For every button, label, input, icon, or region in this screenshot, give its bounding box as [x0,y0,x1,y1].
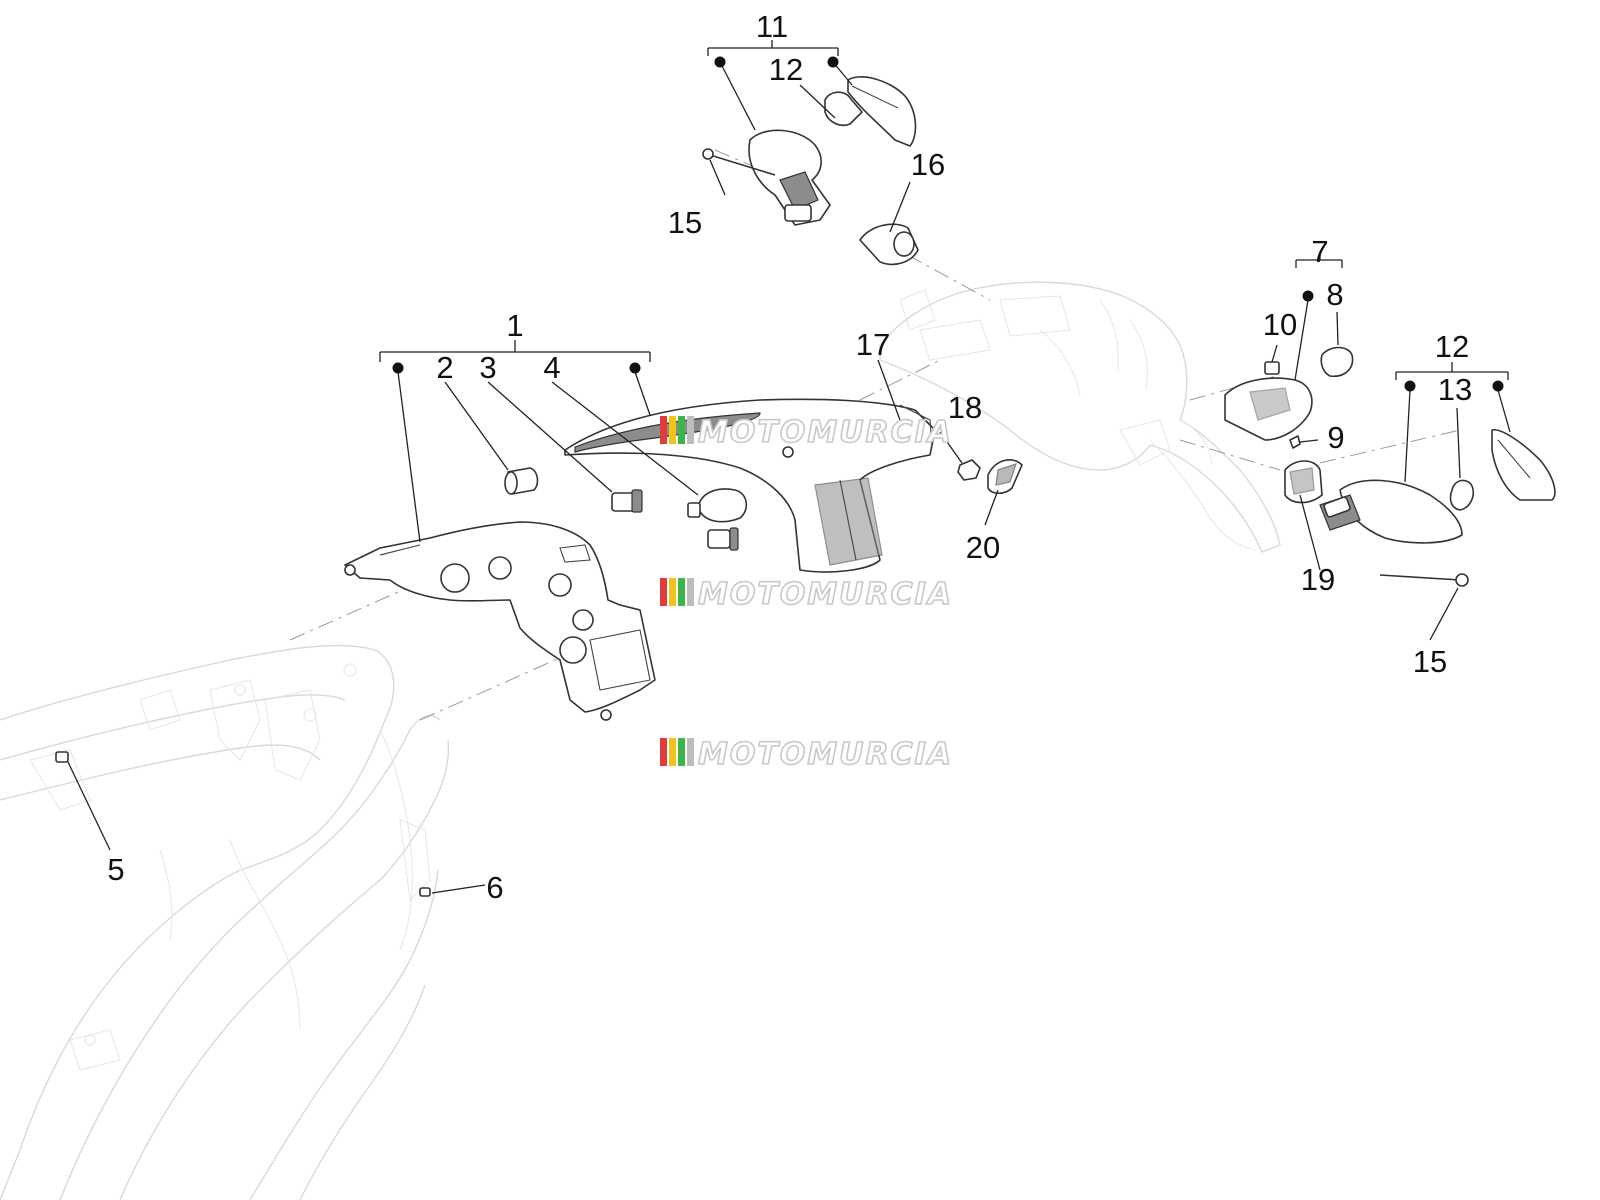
leader-lines [67,40,1511,894]
callout-4: 4 [543,350,560,385]
callout-13: 12 [1435,329,1469,364]
callout-7: 7 [1311,234,1328,269]
watermark-stripe [660,738,667,766]
watermark-stripe [660,416,667,444]
callout-6: 6 [486,870,503,905]
callout-12: 12 [769,52,803,87]
callout-2: 2 [436,350,453,385]
callout-3: 3 [479,350,496,385]
nut-18 [957,459,981,481]
bulb-socket-3 [611,489,643,513]
watermark-text: MOTOMURCIA [698,577,953,612]
watermark-stripe [678,738,685,766]
watermark-stripe [687,578,694,606]
callout-labels: 11 12 15 16 1 2 3 4 17 18 20 7 8 10 9 19… [107,9,1472,905]
callout-14: 13 [1438,372,1472,407]
callout-16: 16 [911,147,945,182]
watermark-stripe [678,416,685,444]
watermark-stripe [660,578,667,606]
watermark-stripe [687,738,694,766]
callout-18: 18 [948,390,982,425]
callout-19: 19 [1301,562,1335,597]
bulb-2 [504,467,539,495]
watermark-2: MOTOMURCIA [660,576,953,613]
callout-8: 8 [1326,277,1343,312]
watermark-1: MOTOMURCIA [660,414,953,451]
license-plate-light [1224,346,1354,449]
clip-20 [987,459,1023,495]
ghost-rear-mudguard [879,281,1281,553]
bulb-4 [687,488,748,551]
watermark-stripe [669,738,676,766]
callout-1: 1 [506,308,523,343]
watermark-text: MOTOMURCIA [698,737,953,772]
callout-20: 20 [966,530,1000,565]
callout-11: 11 [756,9,788,44]
tail-light-lens-17 [564,398,936,573]
callout-9: 9 [1327,420,1344,455]
bracket-dots [392,56,1504,392]
turn-signal-rear-right [1284,429,1556,587]
callout-17: 17 [856,327,890,362]
screw-5 [55,751,69,763]
turn-signal-front-top [702,76,919,266]
watermark-text: MOTOMURCIA [698,415,953,450]
callout-15-right: 15 [1413,644,1447,679]
watermark-stripe [669,416,676,444]
watermark-3: MOTOMURCIA [660,736,953,773]
callout-15-top: 15 [668,205,702,240]
callout-10: 10 [1263,307,1297,342]
watermark-stripe [678,578,685,606]
watermark-stripe [669,578,676,606]
screw-6 [419,887,431,897]
tail-light-housing [344,521,656,721]
ghost-tail-body [0,644,450,1200]
watermark-stripe [687,416,694,444]
callout-5: 5 [107,852,124,887]
